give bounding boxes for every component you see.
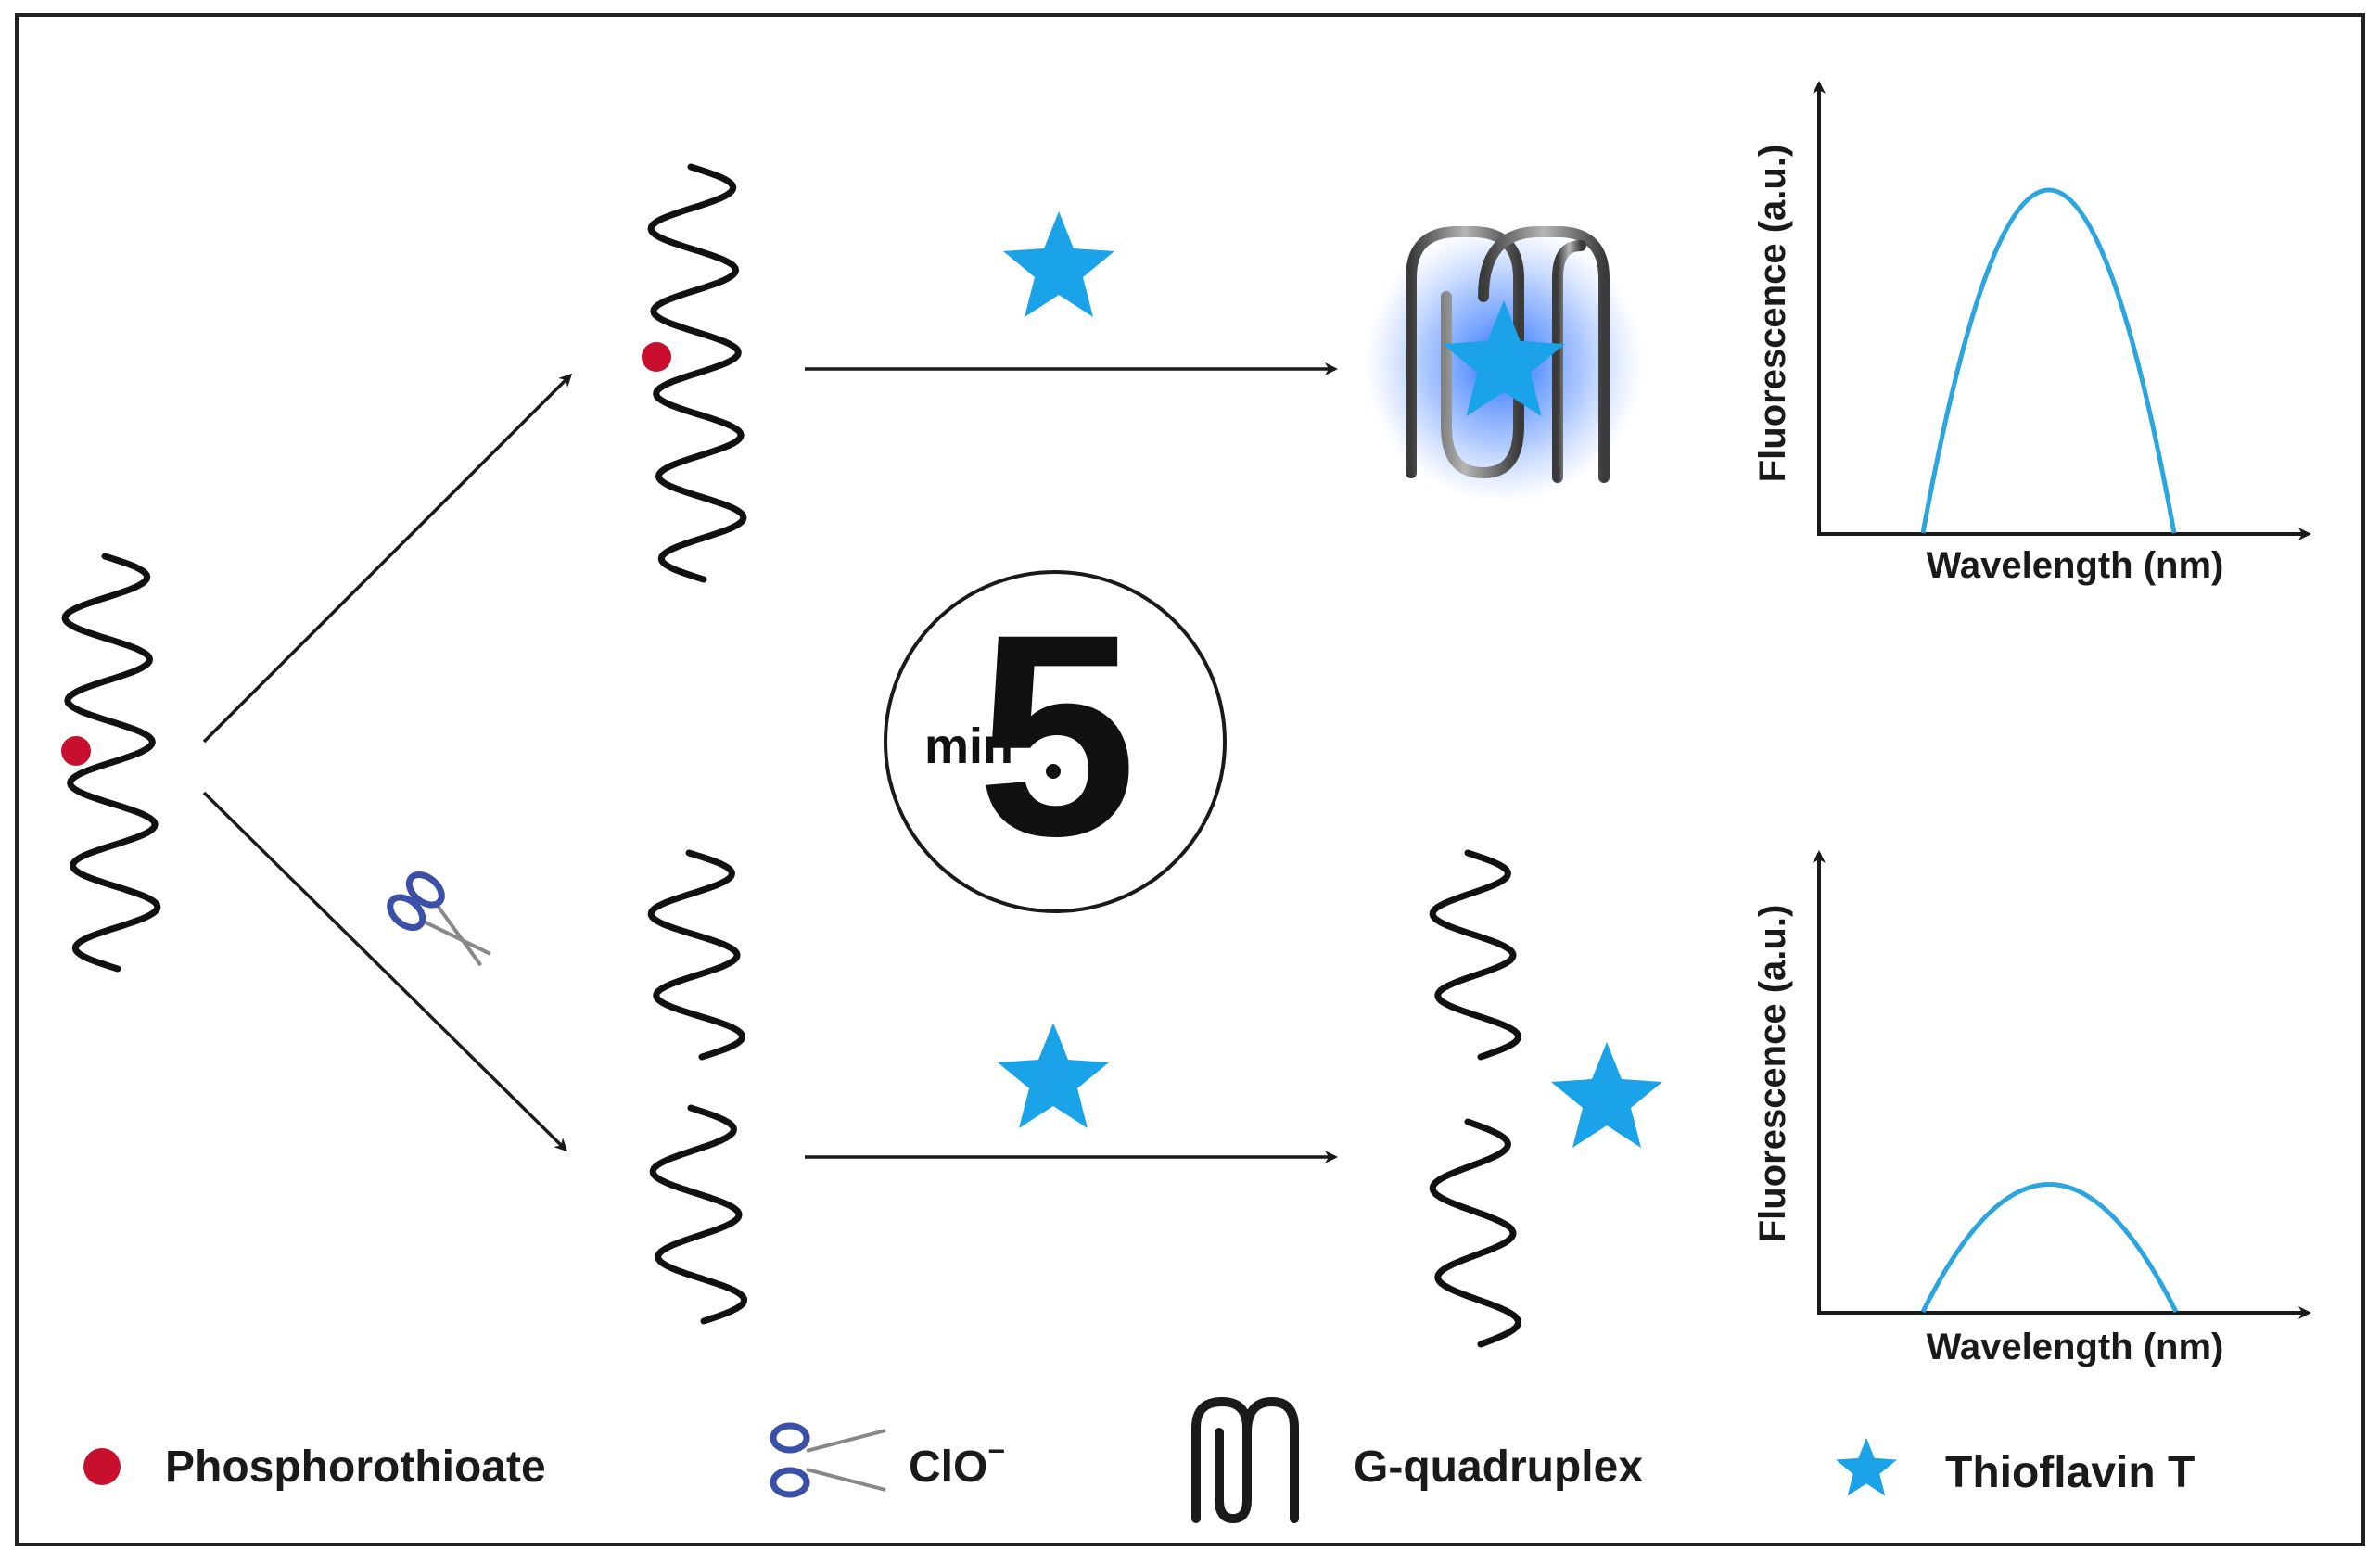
legend-phosphorothioate-label: Phosphorothioate: [165, 1443, 546, 1492]
bottom-plot-ylabel: Fluorescence (a.u.): [1752, 905, 1793, 1243]
outer-frame: [15, 13, 2365, 1546]
thioflavin-star-free: [1551, 1042, 1662, 1148]
bottom-plot-xlabel: Wavelength (nm): [1927, 1327, 2224, 1367]
dna-strand-initial: [61, 553, 161, 973]
legend: Phosphorothioate ClO− G-quadruplex Thiof…: [83, 1396, 2195, 1524]
strand-initial-path: [61, 553, 161, 973]
legend-thioflavin-star: [1836, 1437, 1897, 1496]
phosphorothioate-dot-initial: [61, 736, 91, 766]
legend-clo-label: ClO−: [909, 1434, 1005, 1492]
dna-strand-bottom-upper: [647, 849, 746, 1061]
strand-bot-b-path: [649, 1104, 748, 1325]
arrow-to-top: [202, 373, 573, 744]
thioflavin-star-bottom: [998, 1023, 1109, 1128]
dna-strand-right-upper: [1429, 849, 1522, 1061]
dna-strand-top: [647, 163, 747, 583]
scissors-icon: [387, 871, 491, 967]
arrow-to-bottom: [202, 791, 568, 1152]
timer-number: 5: [977, 574, 1137, 896]
legend-phosphorothioate-dot: [83, 1448, 121, 1485]
legend-thioflavin-label: Thioflavin T: [1945, 1448, 2195, 1497]
thioflavin-star-top: [1003, 211, 1114, 317]
strand-r-b-path: [1429, 1118, 1522, 1348]
phosphorothioate-dot-top: [642, 342, 671, 372]
timer-icon: 5 min: [884, 570, 1227, 913]
strand-bot-a-path: [647, 849, 746, 1061]
timer-unit: min: [924, 718, 1013, 774]
strand-r-a-path: [1429, 849, 1522, 1061]
top-fluorescence-plot: Wavelength (nm) Fluorescence (a.u.): [1752, 81, 2311, 586]
dna-strand-bottom-lower: [649, 1104, 748, 1325]
g-quadruplex-complex: [1365, 224, 1643, 502]
bottom-curve: [1920, 1182, 2179, 1314]
legend-g-quadruplex-icon: [1191, 1396, 1299, 1524]
legend-scissors-icon: [770, 1422, 886, 1498]
top-plot-xlabel: Wavelength (nm): [1927, 545, 2224, 586]
bottom-fluorescence-plot: Wavelength (nm) Fluorescence (a.u.): [1752, 850, 2311, 1367]
top-plot-ylabel: Fluorescence (a.u.): [1752, 145, 1793, 483]
top-curve: [1920, 187, 2177, 534]
dna-strand-right-lower: [1429, 1118, 1522, 1348]
strand-top-path: [647, 163, 747, 583]
legend-g-quadruplex-label: G-quadruplex: [1354, 1443, 1643, 1492]
